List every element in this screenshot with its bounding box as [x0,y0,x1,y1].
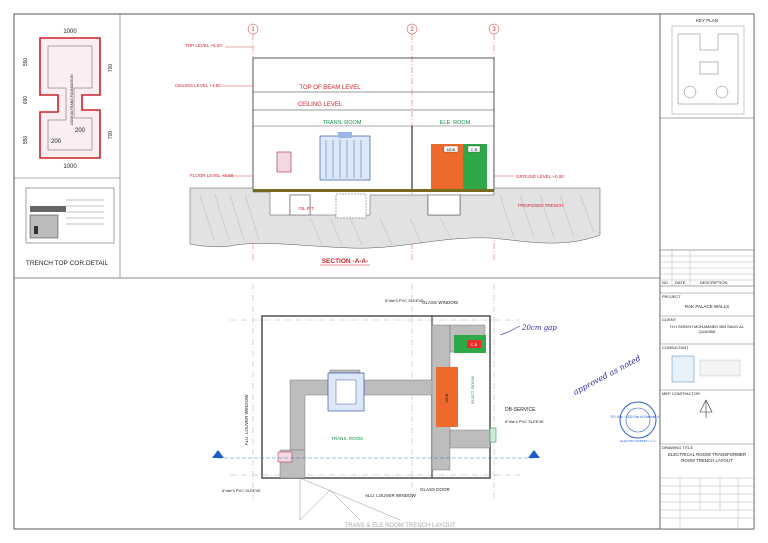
ceiling-level-label: CEILING LEVEL +3.50 [175,83,221,88]
title-block: KEY PLAN NO DATE DESCRIPTION PROJECT RAK… [659,13,755,530]
consultant-logo [671,355,695,383]
trench-detail-title: TRENCH TOP COR.DETAIL [26,260,109,267]
foundation-title: 1000KVA TRANS.FOUNDATION [70,74,74,125]
section-title: SECTION -A-A- [322,258,369,265]
trans-room-label: TRANS. ROOM [323,120,362,126]
trench-layout-plan: MDB C.B GLASS WINDOW 6"dia*3 PVC SLEEVE … [212,284,544,529]
pvc-sleeve-top: 6"dia*3 PVC SLEEVE [385,298,424,303]
handwritten-note-gap: 20cm gap [521,324,557,332]
dim-right-top: 700 [108,64,114,73]
grid-bubble-1 [247,23,259,35]
plan-title: TRANS & ELE ROOM TRENCH LAYOUT [344,523,455,529]
grid-label-1: 1 [251,27,255,33]
client-name: H.H SHEIKH MOHAMMED BIN SAUD AL QUASIMI [669,324,744,334]
elect-room-plan-label: ELECT. ROOM [470,376,475,403]
consultant-label: CONSULTANT [662,345,689,350]
oil-pit-label: OIL PIT [298,206,314,211]
pvc-sleeve-right: 6"dia*4 PVC SLEEVE [505,419,544,424]
project-name: RAK PALACE WALLS [685,304,729,309]
dim-right-bot: 700 [108,131,114,140]
company-stamp: P.O. Box : 1832 Ras Al Khaimah U.A.E ELE… [611,401,666,443]
cb-label: C.B [471,147,478,152]
dim-left-mid: 690 [23,96,29,105]
floor-level-label: FLOOR LEVEL +0.60 [190,173,234,178]
alu-louver-left: ALU. LOUVER WINDOW [244,394,249,446]
grid-bubble-2 [406,23,418,35]
rev-col-no: NO [662,280,668,285]
mdb-label: MDB [447,147,456,152]
client-label: CLIENT [662,317,677,322]
contractor-label: MEP CONTRACTOR [662,391,700,396]
pvc-sleeve-bottom: 6"dia*3 PVC SLEEVE [222,488,261,493]
section-a-a: 1 2 3 TOP LEVEL +6.20 CEILING LEVEL +3.5… [175,23,601,266]
grid-bubble-3 [488,23,500,35]
trench-detail: TRENCH TOP COR.DETAIL [25,187,115,267]
foundation-detail: 1000 1000 550 690 550 700 700 200 200 10… [23,29,114,170]
mdb-plan-label: MDB [444,393,449,402]
alu-louver-bottom: ALU. LOUVER WINDOW [365,493,417,498]
db-service-label: DB-SERVICE [505,407,536,413]
contractor-logo [699,399,713,418]
dim-top: 1000 [63,29,77,35]
dim-inner-right: 200 [75,128,86,134]
stamp-po: P.O. Box : 1832 Ras Al Khaimah U.A.E [611,415,666,419]
ceiling-label: CEILING LEVEL [298,102,343,108]
trans-room-plan-label: TRANS. ROOM [331,436,363,441]
glass-door-label: GLASS DOOR [420,487,451,492]
ele-room-label: ELE. ROOM [440,120,471,126]
dim-inner-left: 200 [51,139,62,145]
dim-left-top: 550 [23,58,29,67]
drawing-title: ELECTRICAL ROOM/ TRANSFORMER ROOM TRENCH… [667,452,747,463]
top-level-label: TOP LEVEL +6.20 [185,43,222,48]
drawing-title-label: DRAWING TITLE [662,445,693,450]
dim-left-bot: 550 [23,136,29,145]
key-plan-label: KEY PLAN [696,18,718,23]
rev-col-date: DATE [675,280,686,285]
rev-col-description: DESCRIPTION [700,280,727,285]
glass-window-label: GLASS WINDOW [422,300,459,305]
transformer [319,135,371,181]
mdb-plan [436,367,458,427]
stamp-name: ELECTRO MARKET L.L.C [620,439,656,443]
dim-bottom: 1000 [63,164,77,170]
grid-label-2: 2 [410,27,414,33]
top-of-beam-label: TOP OF BEAM LEVEL [299,85,361,91]
ground-level-label: GROUND LEVEL +0.00 [516,174,564,179]
cb-plan-label: C.B [471,342,478,347]
proposed-trench-label: PROPOSED TRENCH [518,203,563,208]
grid-label-3: 3 [492,27,496,33]
project-label: PROJECT [662,294,681,299]
